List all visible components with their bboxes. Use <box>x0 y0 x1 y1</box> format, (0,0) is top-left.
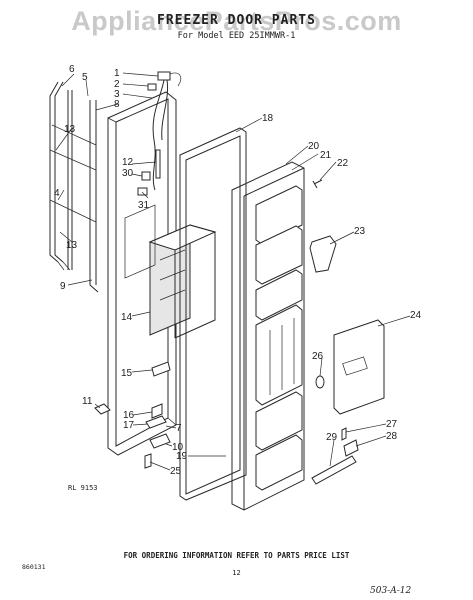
screw-27 <box>341 427 347 441</box>
callout-23: 23 <box>354 226 366 237</box>
page-title: FREEZER DOOR PARTS <box>157 13 316 28</box>
knob <box>315 375 325 389</box>
callout-28: 28 <box>386 431 398 442</box>
callout-11: 11 <box>82 396 93 407</box>
callout-7: 7 <box>176 423 182 434</box>
callout-13b: 13 <box>66 240 78 251</box>
callout-24: 24 <box>410 310 422 321</box>
callout-26: 26 <box>312 351 324 362</box>
door-gasket <box>179 127 247 501</box>
callout-30: 30 <box>122 168 134 179</box>
left-trim-strips <box>49 81 99 293</box>
door-liner <box>231 161 305 511</box>
watermark-text: AppliancePartsPros.com <box>71 6 402 36</box>
callout-6: 6 <box>69 64 75 75</box>
screw <box>312 179 323 189</box>
callout-19: 19 <box>176 451 188 462</box>
clip <box>343 439 359 457</box>
callout-14: 14 <box>121 312 133 323</box>
callout-4: 4 <box>54 188 60 199</box>
page-number: 12 <box>232 569 241 577</box>
callout-17: 17 <box>123 420 135 431</box>
callout-27: 27 <box>386 419 398 430</box>
callout-29: 29 <box>326 432 338 443</box>
insulation-block <box>148 224 217 339</box>
ice-cup <box>309 235 337 273</box>
model-subtitle: For Model EED 25IMMWR-1 <box>177 31 296 41</box>
door-outer-panel <box>107 91 177 456</box>
callout-10: 10 <box>172 442 184 453</box>
dispenser-cover <box>333 319 385 415</box>
callout-1: 1 <box>114 68 120 79</box>
hinge-hardware <box>94 361 171 469</box>
back-plate <box>124 204 156 279</box>
wiring-harness <box>147 71 182 191</box>
leader-lines <box>55 72 411 471</box>
ordering-note: FOR ORDERING INFORMATION REFER TO PARTS … <box>123 551 350 560</box>
callout-31: 31 <box>138 200 150 211</box>
trim-strip <box>311 455 357 485</box>
callout-25: 25 <box>170 466 182 477</box>
callout-18: 18 <box>262 113 274 124</box>
handwritten-note: 503-A-12 <box>370 586 412 596</box>
callout-22: 22 <box>337 158 349 169</box>
callout-5: 5 <box>82 72 88 83</box>
callout-labels: 1 2 3 4 5 6 7 8 9 10 11 12 13 13 14 15 1… <box>54 64 422 477</box>
callout-8: 8 <box>114 99 120 110</box>
callout-15: 15 <box>121 368 133 379</box>
callout-21: 21 <box>320 150 332 161</box>
callout-20: 20 <box>308 141 320 152</box>
callout-16: 16 <box>123 410 135 421</box>
callout-3: 3 <box>114 89 120 100</box>
callout-13a: 13 <box>64 124 76 135</box>
side-code: 860131 <box>22 563 46 571</box>
callout-9: 9 <box>60 281 66 292</box>
small-switch-parts <box>137 149 161 196</box>
callout-12: 12 <box>122 157 134 168</box>
figure-code: RL 9153 <box>68 484 98 492</box>
callout-2: 2 <box>114 79 120 90</box>
